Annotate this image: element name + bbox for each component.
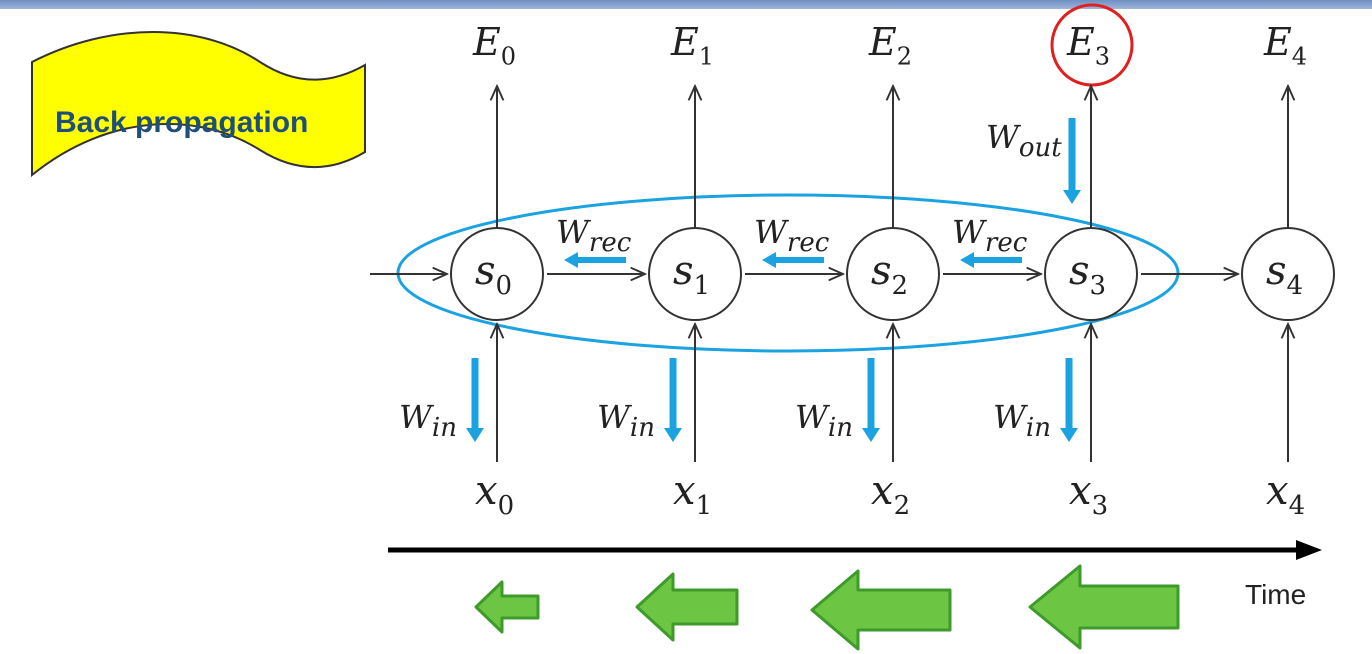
win-gradient-arrow-3-head (1060, 428, 1078, 442)
wrec-label-1: Wrec (754, 213, 830, 258)
win-gradient-arrow-2-head (862, 428, 880, 442)
wrec-gradient-arrow-0-head (564, 252, 578, 268)
input-label-x4: x4 (1266, 468, 1305, 521)
green-backprop-arrow-0 (474, 580, 540, 634)
win-label-0: Win (399, 398, 457, 443)
top-border (0, 0, 1372, 9)
error-label-e3: E3 (1066, 20, 1110, 71)
error-label-e2: E2 (868, 20, 912, 71)
error-label-e1: E1 (670, 20, 714, 71)
win-label-1: Win (597, 398, 655, 443)
state-label-s1: s1 (673, 248, 710, 301)
win-label-3: Win (993, 398, 1051, 443)
input-label-x1: x1 (673, 468, 712, 521)
input-label-x2: x2 (871, 468, 910, 521)
green-backprop-arrow-1 (635, 572, 739, 642)
timestep-columns: s0 E0 x0 Win s1 E1 x1 Win s2 E2 x2 Win s3 E3 x3 Win s4 E4… (370, 20, 1335, 521)
error-label-e0: E0 (472, 20, 516, 71)
wrec-label-2: Wrec (952, 213, 1028, 258)
state-label-s3: s3 (1069, 248, 1106, 301)
input-label-x0: x0 (475, 468, 514, 521)
wrec-gradient-arrow-2-head (960, 252, 974, 268)
error-label-e4: E4 (1263, 20, 1307, 71)
time-axis: Time (388, 540, 1322, 610)
wrec-gradient-arrow-1-head (762, 252, 776, 268)
input-label-x3: x3 (1069, 468, 1108, 521)
green-backprop-arrow-2 (810, 569, 952, 651)
state-label-s0: s0 (475, 248, 512, 301)
time-label: Time (1245, 579, 1306, 610)
banner-label: Back propagation (55, 106, 308, 139)
wrec-label-0: Wrec (556, 213, 632, 258)
state-label-s4: s4 (1266, 248, 1303, 301)
green-backprop-arrow-3 (1028, 564, 1180, 650)
wout-label: Wout (986, 118, 1062, 163)
win-gradient-arrow-0-head (466, 428, 484, 442)
win-label-2: Win (795, 398, 853, 443)
back-propagation-banner: Back propagation (31, 31, 366, 178)
win-gradient-arrow-1-head (664, 428, 682, 442)
state-label-s2: s2 (871, 248, 908, 301)
backprop-green-arrows (474, 564, 1180, 651)
wout-gradient-arrow-head (1063, 190, 1081, 204)
